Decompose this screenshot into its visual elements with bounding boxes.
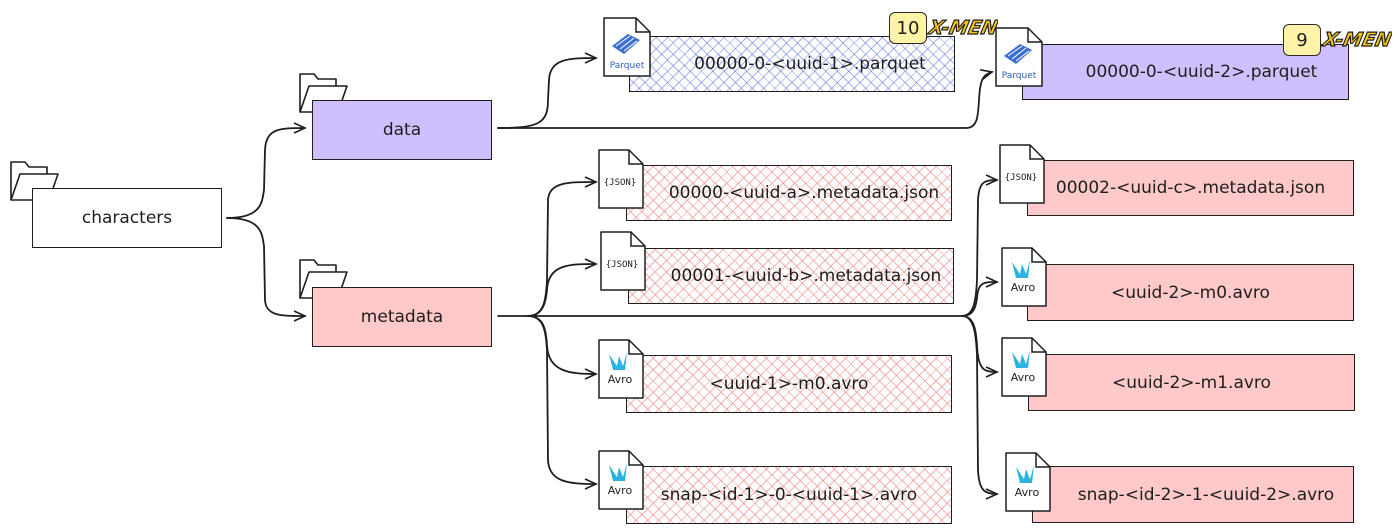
edge-characters-data	[226, 122, 307, 219]
node-parquet-1[interactable]: 00000-0-<uuid-1>.parquet	[629, 36, 955, 92]
edge-data-parquet-1	[497, 52, 598, 129]
node-snap-1[interactable]: snap-<id-1>-0-<uuid-1>.avro	[626, 466, 952, 524]
avro-file-icon: Avro	[1001, 247, 1047, 307]
badge-count-parquet-2: 9	[1283, 24, 1321, 56]
parquet-file-icon: Parquet	[995, 27, 1043, 87]
node-snap-2[interactable]: snap-<id-2>-1-<uuid-2>.avro	[1032, 466, 1354, 523]
node-parquet-1-label: 00000-0-<uuid-1>.parquet	[694, 54, 926, 74]
avro-icon-label: Avro	[1015, 486, 1040, 499]
node-data-label: data	[382, 120, 422, 140]
node-meta-a[interactable]: 00000-<uuid-a>.metadata.json	[626, 165, 952, 221]
node-meta-a-label: 00000-<uuid-a>.metadata.json	[668, 183, 940, 203]
avro-file-icon: Avro	[598, 450, 644, 510]
parquet-file-icon: Parquet	[603, 17, 651, 77]
json-icon-label: {JSON}	[604, 178, 637, 188]
avro-file-icon: Avro	[598, 339, 644, 399]
node-metadata-label: metadata	[360, 307, 444, 327]
json-file-icon: {JSON}	[598, 149, 644, 209]
node-avro-m0-1[interactable]: <uuid-1>-m0.avro	[626, 355, 952, 413]
edge-metadata-snap-1	[527, 315, 598, 490]
json-icon-label: {JSON}	[1005, 173, 1038, 183]
node-parquet-2-label: 00000-0-<uuid-2>.parquet	[1085, 62, 1318, 82]
xmen-logo-text: X-MEN	[926, 16, 998, 39]
avro-icon-label: Avro	[1011, 281, 1036, 294]
xmen-logo-text: X-MEN	[1320, 28, 1392, 51]
node-snap-1-label: snap-<id-1>-0-<uuid-1>.avro	[660, 485, 918, 505]
node-characters[interactable]: characters	[32, 188, 222, 248]
node-metadata[interactable]: metadata	[312, 287, 492, 347]
node-avro-m0-2-label: <uuid-2>-m0.avro	[1111, 282, 1270, 303]
avro-file-icon: Avro	[1001, 337, 1047, 397]
node-avro-m0-2[interactable]: <uuid-2>-m0.avro	[1027, 264, 1354, 321]
node-avro-m0-1-label: <uuid-1>-m0.avro	[709, 374, 869, 394]
node-meta-b-label: 00001-<uuid-b>.metadata.json	[670, 266, 942, 286]
node-avro-m1-2-label: <uuid-2>-m1.avro	[1112, 372, 1271, 393]
xmen-logo-icon: X-MEN	[1320, 28, 1392, 52]
avro-file-icon: Avro	[1005, 452, 1051, 512]
xmen-logo-icon: X-MEN	[926, 16, 998, 40]
json-icon-label: {JSON}	[606, 260, 639, 270]
parquet-icon-label: Parquet	[610, 61, 645, 71]
avro-icon-label: Avro	[608, 484, 633, 497]
badge-count-text: 9	[1296, 29, 1308, 51]
node-meta-b[interactable]: 00001-<uuid-b>.metadata.json	[628, 248, 954, 304]
node-avro-m1-2[interactable]: <uuid-2>-m1.avro	[1028, 354, 1355, 411]
node-data[interactable]: data	[312, 100, 492, 160]
json-file-icon: {JSON}	[999, 144, 1045, 204]
node-characters-label: characters	[81, 208, 173, 228]
badge-count-parquet-1: 10	[889, 12, 927, 44]
avro-icon-label: Avro	[608, 373, 633, 386]
edge-metadata-avro-m0-2	[961, 276, 999, 317]
edge-metadata-meta-c	[961, 174, 999, 317]
edge-metadata-avro-m1-2	[961, 315, 999, 378]
node-meta-c[interactable]: 00002-<uuid-c>.metadata.json	[1027, 160, 1354, 216]
edge-metadata-avro-m0-1	[527, 315, 598, 380]
parquet-icon-label: Parquet	[1002, 71, 1037, 81]
json-file-icon: {JSON}	[600, 231, 646, 291]
edge-characters-metadata	[226, 217, 307, 322]
edge-metadata-snap-2	[961, 315, 999, 500]
node-snap-2-label: snap-<id-2>-1-<uuid-2>.avro	[1077, 484, 1335, 505]
node-meta-c-label: 00002-<uuid-c>.metadata.json	[1055, 178, 1326, 198]
avro-icon-label: Avro	[1011, 371, 1036, 384]
edge-data-parquet-2	[497, 69, 994, 129]
badge-count-text: 10	[896, 17, 920, 39]
edge-metadata-meta-b	[527, 258, 598, 317]
